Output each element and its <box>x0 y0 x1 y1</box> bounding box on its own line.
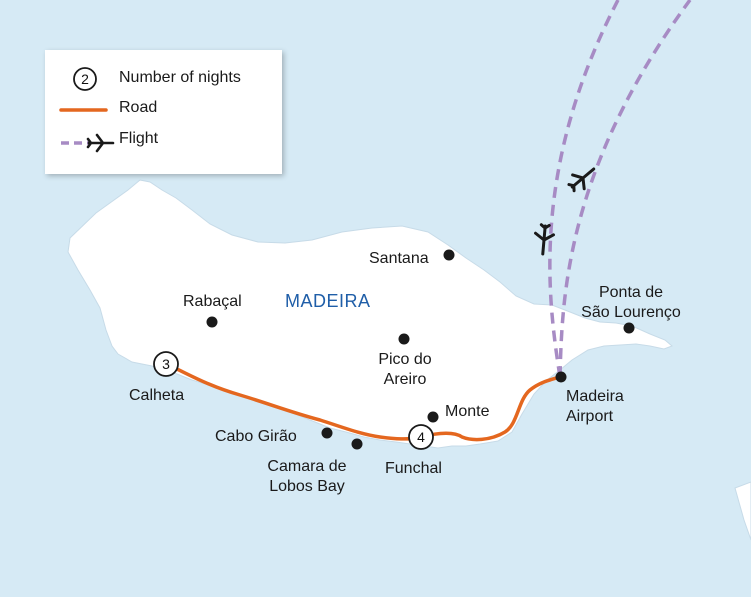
town-marker-camara <box>351 438 363 450</box>
legend-nights-marker-icon <box>73 67 97 91</box>
flight-path-2 <box>558 0 692 378</box>
legend-nights-number: 2 <box>81 71 89 87</box>
place-label-camara-line2: Lobos Bay <box>269 478 345 495</box>
town-marker-rabacal <box>206 316 218 328</box>
place-label-calheta: Calheta <box>129 387 185 404</box>
town-marker-pico <box>398 333 410 345</box>
place-label-monte: Monte <box>445 403 490 420</box>
place-label-cabo: Cabo Girão <box>215 428 297 445</box>
legend-nights-label: Number of nights <box>119 69 241 86</box>
town-marker-cabo <box>321 427 333 439</box>
place-label-airport-line1: Madeira <box>566 388 624 405</box>
map-legend: 2 Number of nights Road Flight <box>45 50 282 174</box>
plane-icon <box>534 223 555 256</box>
place-label-ponta-line2: São Lourenço <box>581 304 681 321</box>
legend-road-label: Road <box>119 99 158 116</box>
place-label-pico-line1: Pico do <box>378 351 432 368</box>
place-label-santana: Santana <box>369 250 429 267</box>
place-label-pico-line2: Areiro <box>383 371 427 388</box>
place-label-camara-line1: Camara de <box>267 458 347 475</box>
town-marker-airport <box>555 371 567 383</box>
plane-icon <box>567 167 596 193</box>
place-label-camara: Camara de Lobos Bay <box>258 457 356 497</box>
nights-funchal: 4 <box>417 429 425 445</box>
town-marker-ponta <box>623 322 635 334</box>
place-label-ponta: Ponta de São Lourenço <box>573 283 689 323</box>
place-label-rabacal: Rabaçal <box>183 293 242 310</box>
flight-path-1 <box>548 0 620 378</box>
nights-marker-icon <box>153 351 179 377</box>
town-marker-santana <box>443 249 455 261</box>
place-label-airport-line2: Airport <box>566 408 614 425</box>
small-island <box>734 481 751 541</box>
legend-plane-icon <box>86 133 115 153</box>
nights-calheta: 3 <box>162 356 170 372</box>
place-label-funchal: Funchal <box>385 460 442 477</box>
place-label-ponta-line1: Ponta de <box>598 284 664 301</box>
town-marker-monte <box>427 411 439 423</box>
legend-symbols <box>59 67 115 153</box>
nights-marker-icon <box>408 424 434 450</box>
region-label: MADEIRA <box>285 291 371 311</box>
place-label-pico: Pico do Areiro <box>368 350 442 390</box>
place-label-airport: Madeira Airport <box>566 387 624 427</box>
legend-flight-label: Flight <box>119 130 159 147</box>
